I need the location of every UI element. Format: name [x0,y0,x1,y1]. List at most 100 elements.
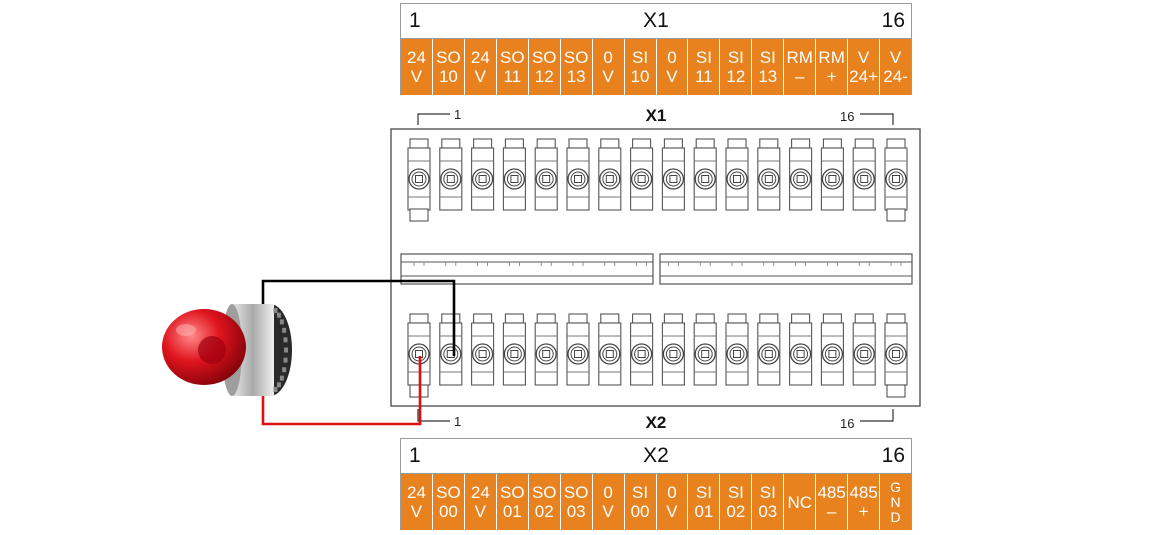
x1-terminal-5 [534,138,558,211]
x2-pin-label-line: V [602,502,614,521]
x1-terminal-13 [789,138,813,211]
x1-pin-label-line: SO [563,48,589,67]
x1-terminal-12 [757,138,781,211]
connector-x2-labels: 1 X2 16 [417,409,894,432]
x1-pin-label-line: 12 [534,67,554,86]
terminal-row-x2 [407,313,908,398]
middle-rails [400,253,913,285]
x2-pin-label-line: 03 [566,502,586,521]
x2-terminal-13 [789,313,813,386]
x2-terminal-3 [471,313,495,386]
x1-pin-label-line: SO [531,48,557,67]
pin-table-x2-right-index: 16 [881,444,905,467]
x1-pin-label-line: 24+ [849,67,879,86]
x1-pin-label-line: 24 [470,48,490,67]
x1-pin-label-line: V [410,67,423,86]
x2-pin-label-line: D [890,508,901,525]
x1-pin-label-line: 11 [503,67,522,86]
x2-terminal-5 [534,313,558,386]
x1-pin-14: RM+ [816,39,849,95]
x1-terminal-15 [852,138,876,211]
connector-x1-left-index: 1 [454,107,461,122]
x1-terminal-10 [693,138,717,211]
x1-pin-label-line: – [794,67,805,86]
x1-terminal-3 [471,138,495,211]
x1-pin-label-line: SI [759,48,776,67]
x2-pin-label-line: G [890,478,901,495]
x2-pin-label-line: NC [787,492,812,512]
x2-pin-label-line: N [890,493,901,510]
x1-pin-label-line: V [889,48,902,67]
x2-terminal-12 [757,313,781,386]
x2-terminal-6 [566,313,590,386]
connector-x1-labels: 1 X1 16 [417,106,894,125]
x2-pin-label-line: 0 [603,483,613,502]
x2-pin-label-line: 00 [630,502,650,521]
x2-pin-label-line: + [858,502,869,521]
x1-terminal-14 [820,138,844,211]
x1-terminal-16 [884,138,908,211]
red-warning-beacon-icon [162,304,292,396]
x1-pin-label-line: 10 [438,67,458,86]
x1-terminal-9 [661,138,685,211]
x1-terminal-8 [630,138,654,211]
connector-x2-right-index: 16 [840,416,854,431]
x1-pin-label-line: 24 [407,48,426,67]
x1-pin-label-line: V [474,67,487,86]
x1-pin-label-line: V [857,48,870,67]
pin-table-x2-title: X2 [643,444,669,467]
x2-pin-label-line: 24 [470,483,490,502]
x2-terminal-14 [820,313,844,386]
x1-pin-label-line: V [602,67,614,86]
x2-pin-label-line: V [666,502,678,521]
x2-pin-label-line: SO [563,483,589,502]
red-wire [261,356,422,426]
x2-pin-label-line: SI [759,483,776,502]
x1-pin-label-line: 0 [667,48,677,67]
x2-terminal-7 [598,313,622,386]
x1-pin-label-line: V [666,67,678,86]
x1-pin-label-line: 13 [758,67,778,86]
x1-pin-label-line: RM [818,48,845,67]
x1-pin-label-line: 13 [566,67,586,86]
x1-terminal-11 [725,138,749,211]
connector-x1-right-index: 16 [840,109,854,124]
x1-pin-13: RM– [784,39,817,95]
x2-pin-label-line: V [474,502,487,521]
pin-table-x1-right-index: 16 [881,9,905,32]
x2-terminal-11 [725,313,749,386]
pin-table-x1-header: 1 X1 16 [401,4,911,39]
x2-pin-label-line: 03 [758,502,778,521]
x2-terminal-9 [661,313,685,386]
x2-terminal-16 [884,313,908,386]
x1-pin-label-line: SI [727,48,744,67]
terminal-row-x1 [407,138,908,222]
x2-pin-label-line: – [826,502,837,521]
x2-terminal-8 [630,313,654,386]
connector-x2-left-index: 1 [454,414,461,429]
x2-pin-label-line: 485 [817,483,846,502]
x2-pin-label-line: 0 [667,483,677,502]
x2-pin-label-line: SO [500,483,525,502]
x1-pin-label-line: SI [632,48,649,67]
x2-pin-label-line: 02 [726,502,746,521]
x1-terminal-2 [439,138,463,211]
x1-pin-label-line: 10 [630,67,650,86]
